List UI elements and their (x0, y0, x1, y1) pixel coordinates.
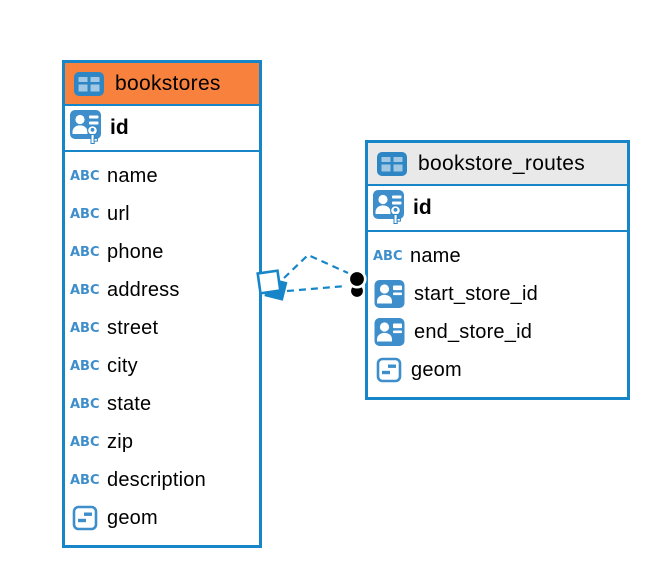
text-type-icon: ABC (70, 244, 100, 260)
relationship-line[interactable] (283, 253, 349, 279)
field-row-id[interactable]: id (65, 106, 259, 152)
text-type-icon: ABC (70, 396, 100, 412)
field-row-end-store-id[interactable]: end_store_id (368, 313, 627, 351)
field-row-phone[interactable]: ABC phone (65, 233, 259, 271)
field-label: state (107, 392, 152, 415)
field-row-start-store-id[interactable]: start_store_id (368, 275, 627, 313)
field-label: city (107, 354, 138, 377)
primary-key-icon (70, 110, 101, 144)
field-row-street[interactable]: ABC street (65, 309, 259, 347)
field-row-description[interactable]: ABC description (65, 461, 259, 499)
field-label: url (107, 202, 130, 225)
field-row-name[interactable]: ABC name (368, 237, 627, 275)
geometry-type-icon (376, 357, 402, 383)
table-header[interactable]: bookstores (65, 63, 259, 106)
text-type-icon: ABC (70, 282, 100, 298)
relationship-source-marker[interactable] (253, 265, 293, 307)
text-type-icon: ABC (70, 206, 100, 222)
table-title: bookstores (115, 71, 221, 95)
primary-key-label: id (110, 116, 129, 139)
foreign-key-icon (374, 318, 405, 346)
field-row-id[interactable]: id (368, 186, 627, 232)
table-icon (377, 151, 407, 176)
table-bookstore-routes[interactable]: bookstore_routes id ABC name (365, 140, 630, 400)
field-list: ABC name ABC url ABC phone ABC address A… (65, 152, 259, 543)
table-title: bookstore_routes (418, 151, 586, 175)
text-type-icon: ABC (70, 472, 100, 488)
geometry-type-icon (72, 505, 98, 531)
field-row-zip[interactable]: ABC zip (65, 423, 259, 461)
field-label: street (107, 316, 159, 339)
field-label: address (107, 278, 180, 301)
field-label: start_store_id (414, 282, 538, 305)
field-row-address[interactable]: ABC address (65, 271, 259, 309)
relationship-line[interactable] (286, 284, 347, 293)
table-icon (74, 71, 104, 96)
field-row-state[interactable]: ABC state (65, 385, 259, 423)
field-label: name (107, 164, 158, 187)
field-label: zip (107, 430, 134, 453)
field-label: description (107, 468, 206, 491)
text-type-icon: ABC (70, 358, 100, 374)
text-type-icon: ABC (373, 248, 403, 264)
field-row-geom[interactable]: geom (65, 499, 259, 537)
field-label: geom (107, 506, 158, 529)
field-row-url[interactable]: ABC url (65, 195, 259, 233)
table-bookstores[interactable]: bookstores id ABC name (62, 60, 262, 548)
primary-key-icon (373, 190, 404, 224)
foreign-key-icon (374, 280, 405, 308)
field-label: geom (411, 358, 462, 381)
field-row-name[interactable]: ABC name (65, 157, 259, 195)
field-row-city[interactable]: ABC city (65, 347, 259, 385)
field-label: phone (107, 240, 164, 263)
field-row-geom[interactable]: geom (368, 351, 627, 389)
text-type-icon: ABC (70, 168, 100, 184)
text-type-icon: ABC (70, 434, 100, 450)
primary-key-label: id (413, 196, 432, 219)
field-label: name (410, 244, 461, 267)
table-header[interactable]: bookstore_routes (368, 143, 627, 186)
field-list: ABC name start_store_id (368, 232, 627, 395)
field-label: end_store_id (414, 320, 533, 343)
relationship-target-marker[interactable] (344, 263, 372, 305)
text-type-icon: ABC (70, 320, 100, 336)
